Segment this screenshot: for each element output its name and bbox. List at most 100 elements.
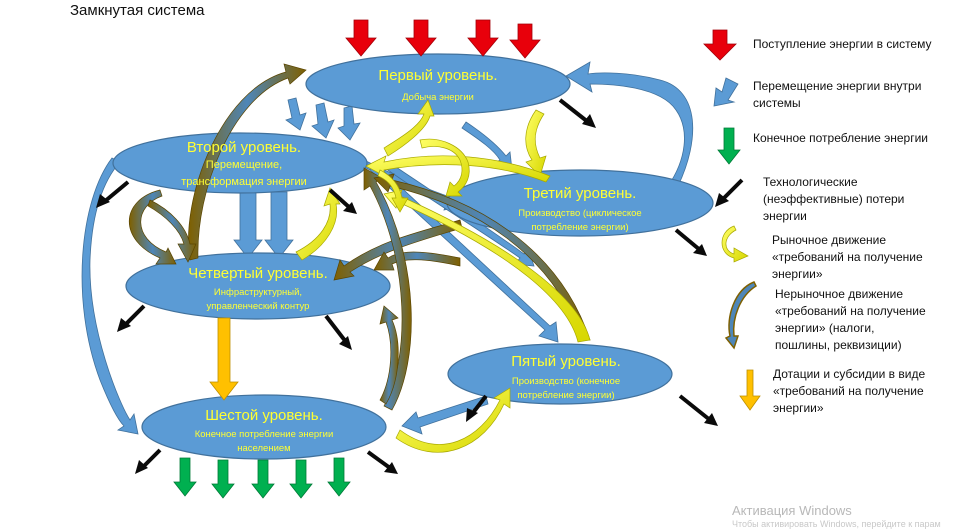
- level-6-ellipse: [141, 394, 387, 460]
- legend-line: Рыночное движение: [772, 233, 887, 247]
- legend-line: Технологические: [763, 175, 858, 189]
- diagram-title: Замкнутая система: [70, 2, 205, 19]
- olive-arrow-l5-l2: [373, 173, 591, 341]
- level-2-text: Второй уровень. Перемещение, трансформац…: [181, 139, 307, 188]
- red-arrow-1: [345, 19, 377, 57]
- black-arrow-l1: [558, 98, 596, 128]
- red-arrow-icon: [703, 29, 737, 61]
- legend-line: энергии»: [773, 401, 824, 415]
- yellow-arrow-l4-l2: [295, 187, 341, 261]
- green-arrow-3: [251, 459, 275, 499]
- legend-line: «требований на получение: [775, 304, 926, 318]
- level-6-text: Шестой уровень. Конечное потребление эне…: [195, 407, 334, 454]
- legend-line: Нерыночное движение: [775, 287, 904, 301]
- green-arrow-5: [327, 457, 351, 497]
- level-6-subtitle-2: населением: [237, 443, 290, 454]
- black-arrow-l6-left: [135, 448, 162, 474]
- legend-line: (неэффективные) потери: [763, 192, 905, 206]
- black-arrow-l4-right: [324, 314, 352, 350]
- blue-movement-arrows: [81, 61, 694, 435]
- level-6-subtitle-1: Конечное потребление энергии: [195, 429, 334, 440]
- yellow-arrow-l5-l2b: [383, 189, 591, 343]
- black-arrow-icon: [715, 178, 744, 207]
- red-arrow-4: [509, 23, 541, 59]
- legend-line: энергии» (налоги,: [775, 321, 875, 335]
- level-2-subtitle-1: Перемещение,: [206, 159, 282, 171]
- blue-arrow-l2-l4-b: [264, 191, 294, 259]
- level-4-ellipse: [125, 252, 391, 320]
- black-arrow-l4-left: [117, 304, 146, 332]
- green-arrow-1: [173, 457, 197, 497]
- olive-curve-icon: [724, 281, 757, 350]
- legend-item-orange-arrow: Дотации и субсидии в виде «требований на …: [773, 366, 925, 417]
- level-4-subtitle-2: управленческий контур: [207, 301, 310, 312]
- olive-arrow-l6-l4-r: [379, 305, 399, 405]
- olive-arrow-l2-l4-left: [128, 189, 177, 265]
- legend-item-olive-curve: Нерыночное движение «требований на получе…: [775, 286, 926, 354]
- level-1-ellipse: [305, 53, 571, 115]
- blue-arrow-l1-l2-a: [285, 97, 307, 131]
- legend-line: Перемещение энергии внутри: [753, 79, 922, 93]
- legend-item-red-arrow: Поступление энергии в систему: [753, 36, 932, 53]
- olive-nonmarket-arrows: [128, 63, 591, 411]
- olive-arrow-l2-l4-mid: [147, 199, 197, 263]
- black-arrow-l2-left: [96, 180, 130, 208]
- legend-item-green-arrow: Конечное потребление энергии: [753, 130, 928, 147]
- legend-item-black-arrow: Технологические (неэффективные) потери эне…: [763, 174, 904, 225]
- olive-arrow-l6-l2: [363, 167, 412, 411]
- yellow-arrow-l2-small: [377, 169, 409, 213]
- yellow-market-arrows: [295, 99, 591, 453]
- yellow-arrow-l6-l3: [395, 387, 511, 453]
- level-3-subtitle-2: потребление энергии): [531, 222, 628, 233]
- olive-arrow-l4-l1: [188, 63, 307, 261]
- red-arrow-3: [467, 19, 499, 57]
- level-4-title: Четвертый уровень.: [188, 265, 328, 282]
- level-2-subtitle-2: трансформация энергии: [181, 176, 307, 188]
- legend-line: Дотации и субсидии в виде: [773, 367, 926, 381]
- level-ellipses: [112, 53, 714, 460]
- black-arrow-l5-left: [466, 394, 488, 422]
- black-arrow-l2-right: [328, 188, 357, 214]
- black-loss-arrows: [96, 98, 718, 474]
- legend-icons: [703, 29, 761, 411]
- blue-arrow-icon: [713, 77, 739, 107]
- legend-line: системы: [753, 96, 801, 110]
- legend-line: Конечное потребление энергии: [753, 131, 928, 145]
- yellow-arrow-l2-l1: [383, 99, 435, 157]
- level-1-text: Первый уровень. Добыча энергии: [378, 67, 497, 103]
- green-arrow-2: [211, 459, 235, 499]
- orange-subsidy-arrows: [209, 317, 239, 401]
- legend-line: энергии: [763, 209, 807, 223]
- green-consumption-arrows: [173, 457, 351, 499]
- black-arrow-l6-right: [366, 450, 398, 474]
- yellow-curve-icon: [721, 225, 749, 263]
- yellow-arrow-l3-l2: [365, 155, 551, 183]
- black-arrow-l5-right: [678, 394, 718, 426]
- legend-item-blue-arrow: Перемещение энергии внутри системы: [753, 78, 921, 112]
- blue-arrow-l1-l3: [461, 121, 513, 171]
- level-3-subtitle-1: Производство (циклическое: [518, 208, 641, 219]
- orange-arrow-l4-l6: [209, 317, 239, 401]
- level-1-title: Первый уровень.: [378, 67, 497, 84]
- black-arrow-l3: [674, 228, 707, 256]
- yellow-arrow-l1-l3: [525, 109, 547, 177]
- legend-line: «требований на получение: [772, 250, 923, 264]
- level-5-subtitle-2: потребление энергии): [517, 390, 614, 401]
- olive-arrow-l5-l4: [373, 251, 461, 271]
- level-2-title: Второй уровень.: [187, 139, 301, 156]
- level-4-subtitle-1: Инфраструктурный,: [214, 287, 302, 298]
- level-5-subtitle-1: Производство (конечное: [512, 376, 620, 387]
- level-5-text: Пятый уровень. Производство (конечное по…: [511, 353, 621, 401]
- level-1-subtitle: Добыча энергии: [402, 92, 474, 103]
- windows-activation-hint: Чтобы активировать Windows, перейдите к …: [732, 519, 941, 529]
- level-3-text: Третий уровень. Производство (циклическо…: [518, 185, 641, 233]
- legend-line: «требований на получение: [773, 384, 924, 398]
- blue-arrow-l2-l4-a: [233, 191, 263, 259]
- yellow-arrow-l3-l2b: [419, 138, 470, 197]
- level-4-text: Четвертый уровень. Инфраструктурный, упр…: [188, 265, 328, 312]
- level-2-ellipse: [112, 132, 368, 194]
- olive-arrow-l3-l4: [333, 219, 463, 281]
- red-inflow-arrows: [345, 19, 541, 59]
- blue-arrow-l1-l2-b: [311, 102, 335, 139]
- level-6-title: Шестой уровень.: [205, 407, 323, 424]
